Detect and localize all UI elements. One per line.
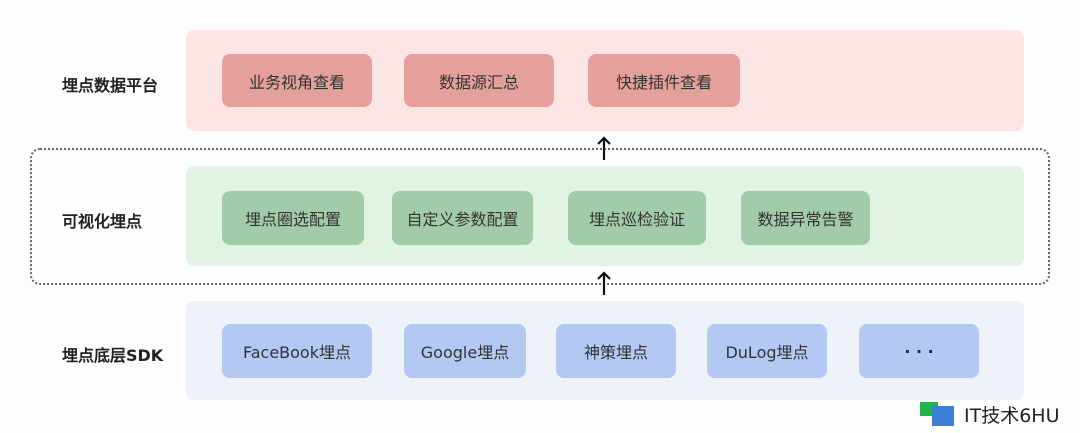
visual-item: 埋点圈选配置: [222, 191, 364, 245]
platform-item: 业务视角查看: [222, 54, 372, 107]
platform-item: 快捷插件查看: [588, 54, 740, 107]
layer-title-visual: 可视化埋点: [62, 212, 143, 231]
layer-title-sdk: 埋点底层SDK: [62, 346, 164, 365]
visual-item: 自定义参数配置: [392, 191, 533, 245]
watermark: IT技术6HU: [918, 400, 1060, 428]
watermark-text: IT技术6HU: [964, 404, 1060, 427]
sdk-item: FaceBook埋点: [222, 324, 372, 378]
visual-item: 数据异常告警: [741, 191, 870, 245]
visual-tracking-group-border: [30, 148, 1050, 285]
sdk-item: 神策埋点: [556, 324, 676, 378]
watermark-logo-icon: [920, 402, 954, 426]
up-arrow-icon: [597, 136, 611, 160]
visual-item: 埋点巡检验证: [568, 191, 706, 245]
sdk-item: DuLog埋点: [707, 324, 827, 378]
sdk-item-more: · · ·: [859, 324, 979, 378]
platform-item: 数据源汇总: [404, 54, 554, 107]
sdk-item: Google埋点: [404, 324, 526, 378]
layer-title-platform: 埋点数据平台: [62, 76, 159, 95]
up-arrow-icon: [597, 271, 611, 295]
